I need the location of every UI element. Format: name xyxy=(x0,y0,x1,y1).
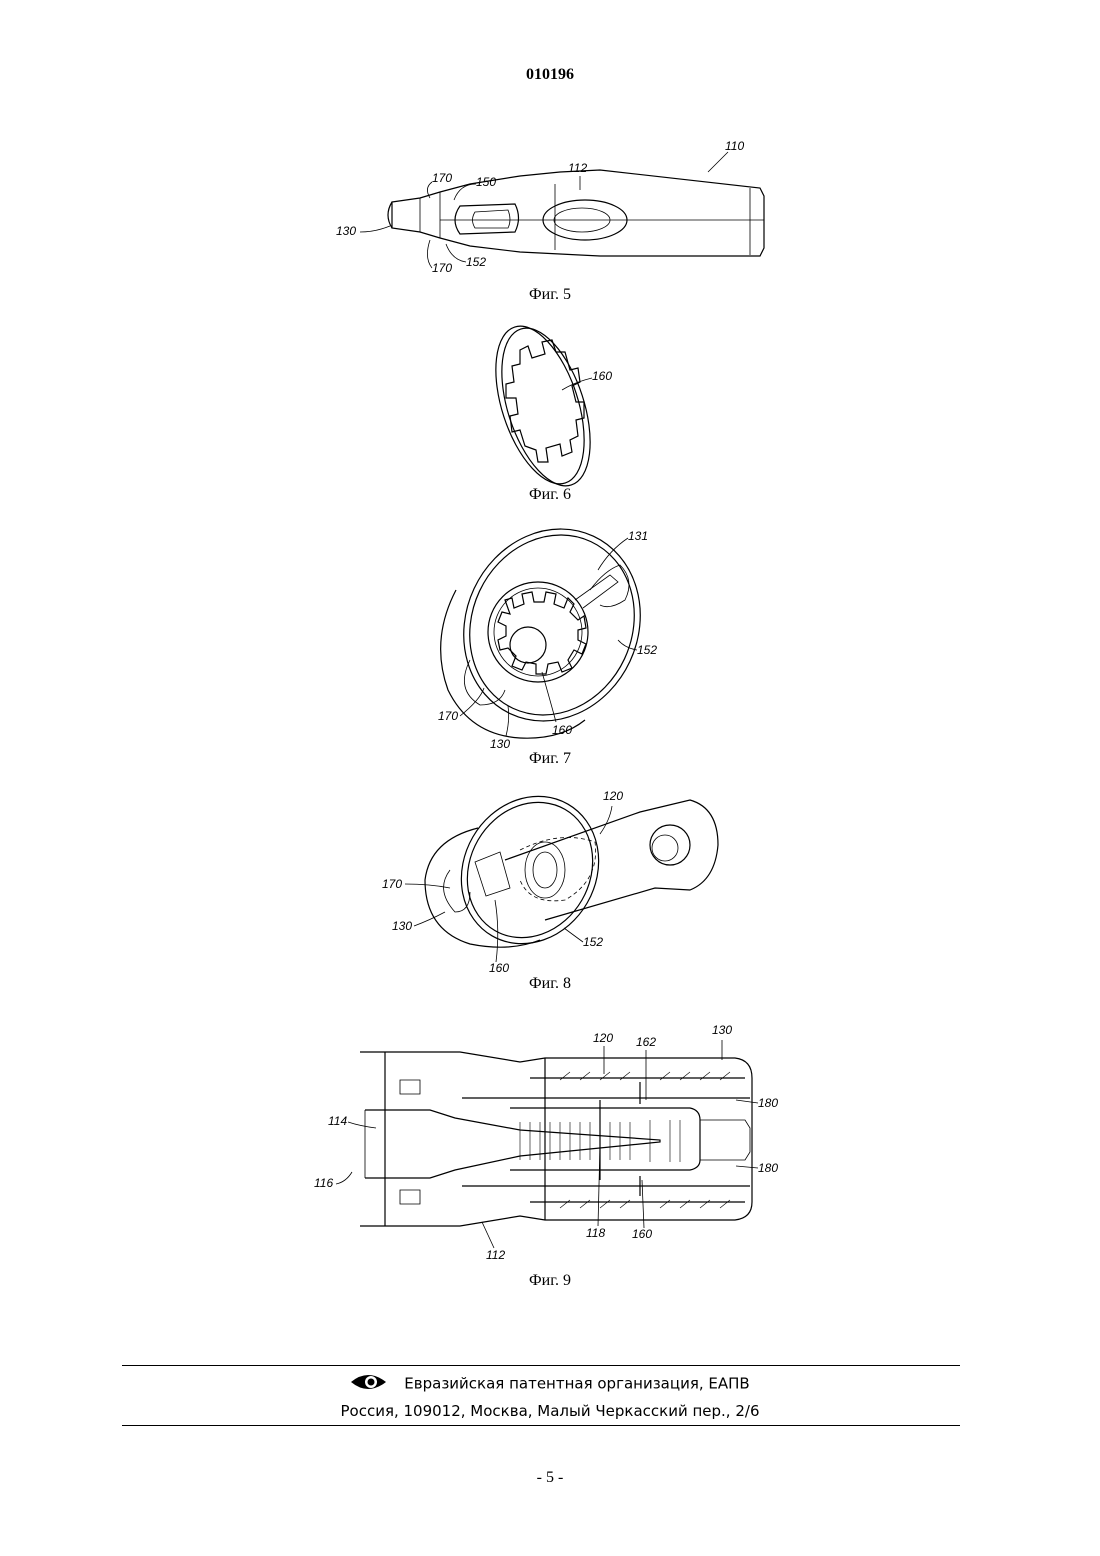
label-116: 116 xyxy=(314,1176,333,1190)
label-180-top: 180 xyxy=(758,1096,778,1110)
label-170: 170 xyxy=(438,709,458,723)
figure-7-caption: Фиг. 7 xyxy=(0,750,1100,768)
label-152: 152 xyxy=(583,935,603,949)
label-152: 152 xyxy=(466,255,486,269)
label-118: 118 xyxy=(586,1226,605,1240)
figure-6-drawing: 160 xyxy=(0,320,1100,490)
footer-organization: Евразийская патентная организация, ЕАПВ xyxy=(0,1372,1100,1396)
label-160: 160 xyxy=(632,1227,652,1241)
label-170: 170 xyxy=(382,877,402,891)
label-170-bottom: 170 xyxy=(432,261,452,275)
label-114: 114 xyxy=(328,1114,347,1128)
figure-8-caption: Фиг. 8 xyxy=(0,975,1100,993)
label-130: 130 xyxy=(336,224,356,238)
label-112: 112 xyxy=(568,161,587,175)
figure-6-caption: Фиг. 6 xyxy=(0,486,1100,504)
label-160: 160 xyxy=(489,961,509,975)
eapo-eye-logo-icon xyxy=(350,1372,388,1396)
page-number: - 5 - xyxy=(0,1469,1100,1487)
figure-8-drawing: 120 170 130 152 160 xyxy=(0,785,1100,975)
label-130: 130 xyxy=(490,737,510,751)
label-160: 160 xyxy=(592,369,612,383)
figure-9-caption: Фиг. 9 xyxy=(0,1272,1100,1290)
label-180-bottom: 180 xyxy=(758,1161,778,1175)
footer-top-rule xyxy=(122,1365,960,1366)
label-131: 131 xyxy=(628,529,648,543)
label-162: 162 xyxy=(636,1035,656,1049)
figure-5-drawing: 110 112 170 150 130 152 170 xyxy=(0,130,1100,280)
document-number: 010196 xyxy=(0,66,1100,84)
label-130: 130 xyxy=(392,919,412,933)
figure-7-drawing: 131 152 170 160 130 xyxy=(0,520,1100,750)
label-150: 150 xyxy=(476,175,496,189)
footer-address: Россия, 109012, Москва, Малый Черкасский… xyxy=(0,1402,1100,1420)
label-170-top: 170 xyxy=(432,171,452,185)
label-120: 120 xyxy=(593,1031,613,1045)
label-160: 160 xyxy=(552,723,572,737)
organization-name: Евразийская патентная организация, ЕАПВ xyxy=(404,1375,749,1393)
label-112: 112 xyxy=(486,1248,505,1262)
label-130: 130 xyxy=(712,1023,732,1037)
figure-5-caption: Фиг. 5 xyxy=(0,286,1100,304)
figure-9-drawing: 130 120 162 180 114 180 116 118 160 112 xyxy=(0,1020,1100,1270)
label-120: 120 xyxy=(603,789,623,803)
label-152: 152 xyxy=(637,643,657,657)
label-110: 110 xyxy=(725,139,744,153)
footer-bottom-rule xyxy=(122,1425,960,1426)
